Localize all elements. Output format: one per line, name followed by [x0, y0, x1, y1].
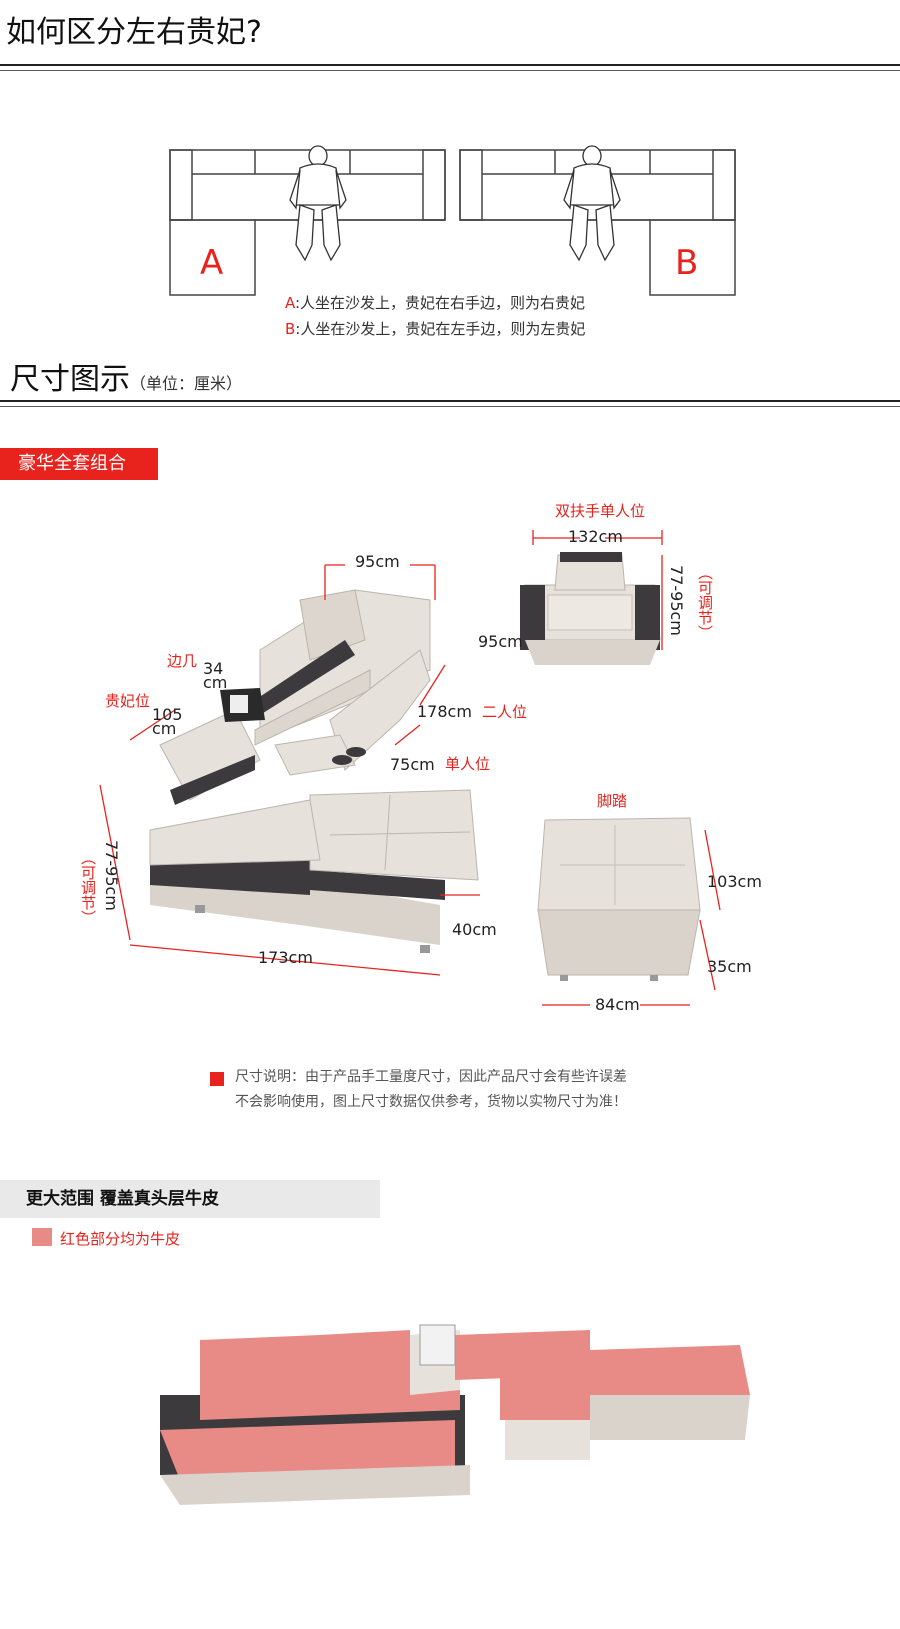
dimension-lines [99, 530, 721, 1006]
dim-173: 173cm [258, 948, 313, 967]
armchair-illustration [520, 552, 661, 665]
title-divider [0, 64, 900, 66]
explanation-line-b: B:人坐在沙发上，贵妃在左手边，则为左贵妃 [285, 318, 585, 339]
dim-75: 75cm [390, 755, 435, 774]
dim-35: 35cm [707, 957, 752, 976]
dim-178: 178cm [417, 702, 472, 721]
explanation-line-a: A:人坐在沙发上，贵妃在右手边，则为右贵妃 [285, 292, 585, 313]
note-line-1: 尺寸说明：由于产品手工量度尺寸，因此产品尺寸会有些许误差 [235, 1069, 627, 1085]
dim-84: 84cm [595, 995, 640, 1014]
page-title: 如何区分左右贵妃? [6, 15, 262, 50]
leather-section-title: 更大范围 覆盖真头层牛皮 [0, 1180, 380, 1218]
label-armchair: 双扶手单人位 [555, 502, 646, 520]
legend-swatch [32, 1228, 52, 1246]
text-b: :人坐在沙发上，贵妃在左手边，则为左贵妃 [295, 320, 586, 338]
leather-coverage-sofa [160, 1324, 750, 1505]
label-adjustable-right: （可调节） [696, 565, 714, 640]
label-footstool: 脚踏 [597, 792, 628, 810]
prefix-b: B [285, 320, 296, 338]
dim-34: 34 cm [203, 659, 228, 692]
dim-95-top: 95cm [355, 552, 400, 571]
legend-text: 红色部分均为牛皮 [60, 1230, 181, 1248]
section2-divider [0, 400, 900, 402]
dim-77-95-right: 77-95cm [667, 565, 686, 636]
note-line-2: 不会影响使用，图上尺寸数据仅供参考，货物以实物尺寸为准！ [235, 1094, 627, 1110]
dim-77-95-left: 77-95cm [102, 840, 121, 911]
dimensions-title: 尺寸图示 [10, 362, 130, 397]
prefix-a: A [285, 294, 295, 312]
dim-105: 105 cm [152, 705, 183, 738]
dim-34-unit: cm [203, 673, 228, 692]
dim-105-value: 105 [152, 705, 183, 724]
section2-divider-thin [0, 406, 900, 407]
dim-105-unit: cm [152, 719, 177, 738]
dim-103: 103cm [707, 872, 762, 891]
label-chaise: 贵妃位 [105, 692, 151, 710]
person-figure-a [289, 145, 347, 262]
set-tag: 豪华全套组合 [0, 448, 158, 480]
title-divider-thin [0, 70, 900, 71]
label-one-seat: 单人位 [445, 755, 491, 773]
dim-34-value: 34 [203, 659, 224, 678]
diagram-label-a: A [200, 243, 224, 283]
label-adjustable-left: （可调节） [79, 850, 97, 925]
label-side-table: 边几 [167, 652, 198, 670]
note-bullet [210, 1072, 224, 1086]
unit-label: （单位：厘米） [130, 374, 243, 393]
person-figure-b [563, 145, 621, 262]
section-title-dimensions: 尺寸图示（单位：厘米） [10, 365, 242, 395]
dim-95-armchair: 95cm [478, 632, 523, 651]
sofa-diagram-a [169, 149, 446, 296]
dim-132: 132cm [568, 527, 623, 546]
sectional-sofa-illustration [149, 589, 479, 953]
label-two-seat: 二人位 [482, 703, 528, 721]
footstool-illustration [537, 817, 701, 981]
text-a: :人坐在沙发上，贵妃在右手边，则为右贵妃 [295, 294, 586, 312]
dim-40: 40cm [452, 920, 497, 939]
diagram-label-b: B [675, 243, 699, 283]
